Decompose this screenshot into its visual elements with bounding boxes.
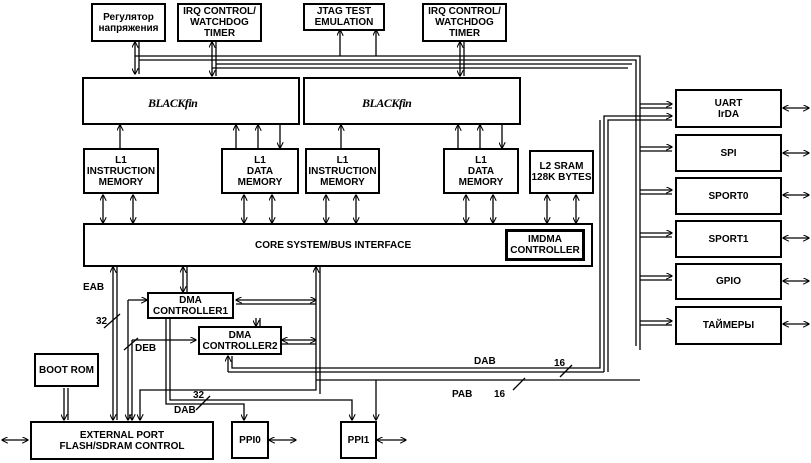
- dma-controller-1: DMA CONTROLLER1: [147, 292, 234, 319]
- l2-sram-box: L2 SRAM 128K BYTES: [529, 150, 594, 194]
- blackfin-logo-a: BLACKfin: [148, 96, 198, 110]
- gpio-box: GPIO: [675, 263, 782, 300]
- l1-data-memory-b: L1 DATA MEMORY: [443, 148, 519, 194]
- boot-rom-box: BOOT ROM: [34, 353, 99, 387]
- sport0-box: SPORT0: [675, 177, 782, 215]
- l1-instruction-memory-b: L1 INSTRUCTION MEMORY: [305, 148, 380, 194]
- irq-watchdog-box-a: IRQ CONTROL/ WATCHDOG TIMER: [177, 3, 262, 42]
- core-bus-label: CORE SYSTEM/BUS INTERFACE: [255, 239, 412, 251]
- dma-controller-2: DMA CONTROLLER2: [198, 326, 282, 355]
- voltage-regulator-box: Регулятор напряжения: [91, 3, 166, 42]
- deb-label: DEB: [135, 343, 157, 354]
- dab-label-left: DAB: [174, 405, 196, 416]
- width-16-label-a: 16: [554, 358, 566, 369]
- dab-label-right: DAB: [474, 356, 496, 367]
- l1-data-memory-a: L1 DATA MEMORY: [221, 148, 299, 194]
- width-32-label-a: 32: [96, 316, 108, 327]
- spi-box: SPI: [675, 134, 782, 172]
- external-port-box: EXTERNAL PORT FLASH/SDRAM CONTROL: [30, 421, 214, 460]
- jtag-box: JTAG TEST EMULATION: [303, 3, 385, 31]
- ppi1-box: PPI1: [340, 421, 377, 459]
- width-32-label-b: 32: [193, 390, 205, 401]
- blackfin-core-b: [303, 77, 521, 125]
- ppi0-box: PPI0: [231, 421, 269, 459]
- blackfin-core-a: [82, 77, 300, 125]
- sport1-box: SPORT1: [675, 220, 782, 258]
- blackfin-logo-b: BLACKfin: [362, 96, 412, 110]
- l1-instruction-memory-a: L1 INSTRUCTION MEMORY: [83, 148, 159, 194]
- width-16-label-b: 16: [494, 389, 506, 400]
- eab-label: EAB: [83, 282, 105, 293]
- imdma-controller-box: IMDMA CONTROLLER: [505, 229, 585, 261]
- irq-watchdog-box-b: IRQ CONTROL/ WATCHDOG TIMER: [422, 3, 507, 42]
- uart-irda-box: UART IrDA: [675, 89, 782, 128]
- pab-label: PAB: [452, 389, 473, 400]
- timers-box: ТАЙМЕРЫ: [675, 306, 782, 345]
